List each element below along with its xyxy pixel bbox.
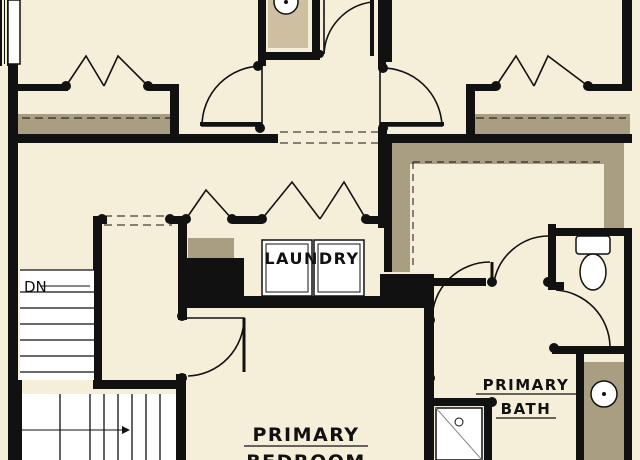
vanity-counter xyxy=(392,142,624,272)
bath-vanity-right xyxy=(584,362,624,460)
washer-icon xyxy=(261,239,313,297)
dryer-icon xyxy=(313,239,365,297)
primary-bath-label-line1: PRIMARY xyxy=(483,376,570,394)
primary-bath-label-line2: BATH xyxy=(501,400,552,418)
closet-shelf-right xyxy=(472,114,630,134)
primary-bedroom-label-line2: BEDROOM xyxy=(246,451,366,460)
closet-shelf-left xyxy=(18,114,176,134)
windows xyxy=(7,0,21,65)
stairs xyxy=(20,269,176,460)
fixtures xyxy=(261,0,618,460)
doors xyxy=(65,0,611,377)
stairs-dn-label: DN xyxy=(24,278,47,296)
sink-icon xyxy=(273,0,299,15)
primary-bedroom-label-line1: PRIMARY xyxy=(252,424,359,446)
openings xyxy=(22,87,378,226)
laundry-label: LAUNDRY xyxy=(264,249,359,268)
laundry-counter xyxy=(188,238,234,260)
toilet-icon xyxy=(575,235,611,255)
